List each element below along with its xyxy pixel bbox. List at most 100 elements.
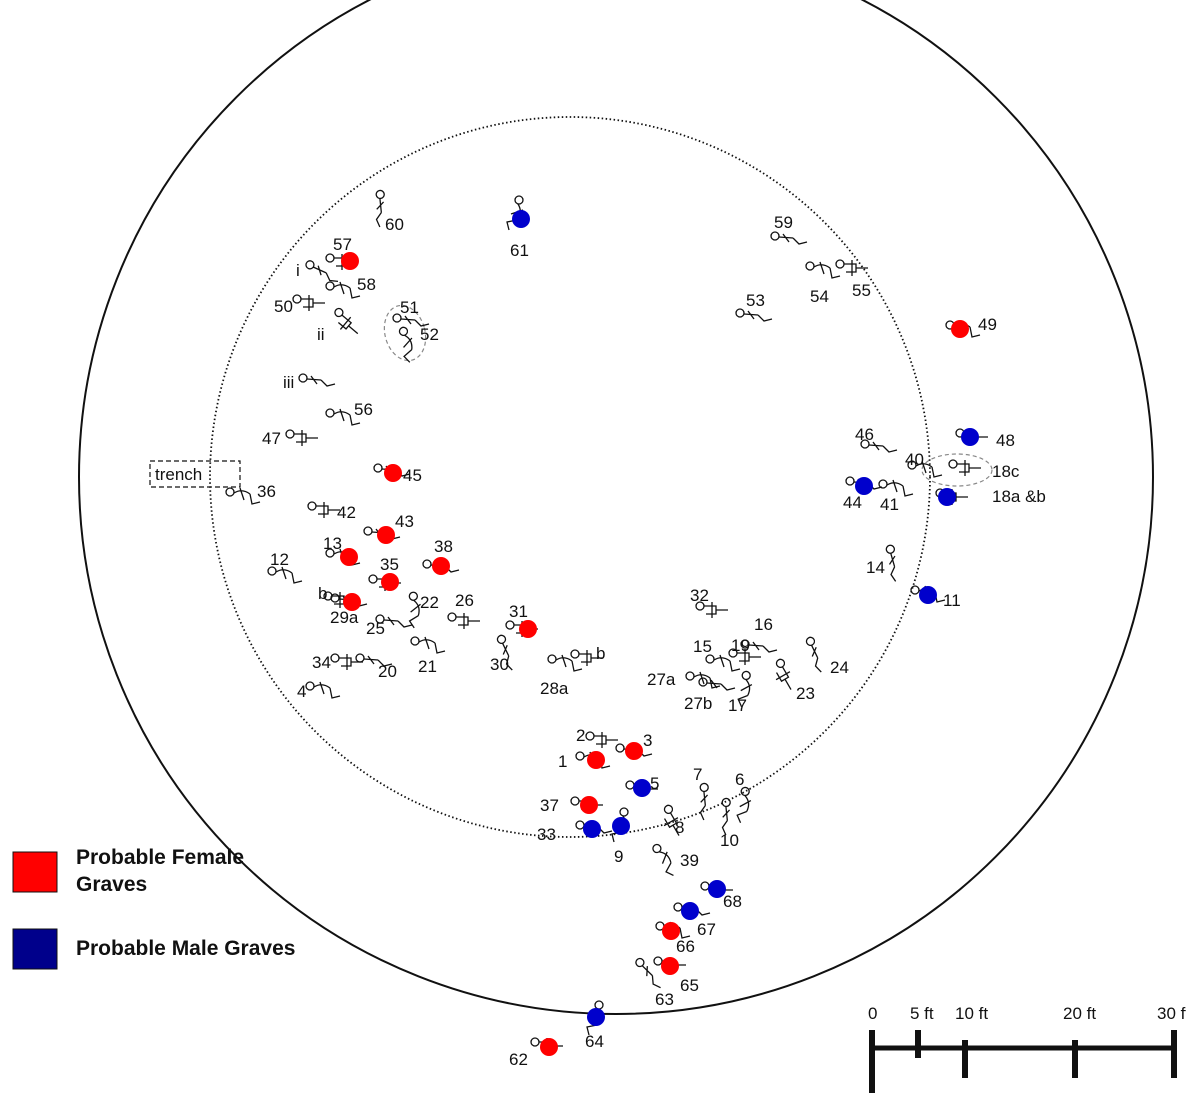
grave-label: 15 [693, 637, 712, 656]
grave-label: 68 [723, 892, 742, 911]
male-grave-marker [583, 820, 601, 838]
grave-label: 17 [728, 696, 747, 715]
skeleton-sketch [705, 654, 741, 672]
skeleton-sketch [740, 639, 778, 653]
male-grave-marker [612, 817, 630, 835]
grave-label: 63 [655, 990, 674, 1009]
scale-tick-5ft: 5 ft [910, 1004, 934, 1023]
grave-label: 31 [509, 602, 528, 621]
female-grave-marker [519, 620, 537, 638]
grave-label: 65 [680, 976, 699, 995]
grave-label: 6 [735, 770, 744, 789]
skeleton-sketch [948, 459, 981, 476]
sex-markers-layer [340, 210, 979, 1056]
grave-label: 34 [312, 653, 331, 672]
grave-label: 33 [537, 825, 556, 844]
grave-label: 9 [614, 847, 623, 866]
male-grave-marker [708, 880, 726, 898]
female-grave-marker [341, 252, 359, 270]
skeleton-sketch [408, 591, 421, 629]
grave-label: iii [283, 373, 294, 392]
skeleton-sketch [663, 804, 680, 836]
grave-label: 32 [690, 586, 709, 605]
male-grave-marker [512, 210, 530, 228]
grave-label: 46 [855, 425, 874, 444]
skeleton-sketch [805, 636, 822, 673]
grave-label: 49 [978, 315, 997, 334]
grave-label: 43 [395, 512, 414, 531]
scale-tick-0: 0 [868, 1004, 877, 1023]
legend-male-label: Probable Male Graves [76, 937, 295, 960]
female-grave-marker [432, 557, 450, 575]
inner-dotted-ring [209, 116, 931, 838]
grave-label: 8 [675, 818, 684, 837]
grave-18c-outline [921, 453, 993, 487]
grave-label: 18c [992, 462, 1020, 481]
skeleton-sketch [392, 313, 430, 327]
legend: Probable Female Graves Probable Male Gra… [12, 846, 295, 970]
grave-label: 24 [830, 658, 849, 677]
grave-label: 62 [509, 1050, 528, 1069]
grave-label: 27a [647, 670, 676, 689]
skeleton-sketch [298, 373, 336, 387]
trench-box [149, 460, 241, 488]
grave-label: 37 [540, 796, 559, 815]
skeleton-sketch [698, 677, 736, 691]
grave-label: 60 [385, 215, 404, 234]
legend-female-swatch [12, 851, 58, 893]
grave-label: 19 [731, 636, 750, 655]
skeleton-sketch [728, 648, 761, 665]
grave-label: b [318, 584, 327, 603]
skeleton-sketch [835, 259, 868, 276]
female-grave-marker [587, 751, 605, 769]
skeleton-sketch [735, 308, 773, 322]
male-grave-marker [961, 428, 979, 446]
male-grave-marker [587, 1008, 605, 1026]
male-grave-marker [855, 477, 873, 495]
skeleton-sketch [736, 786, 752, 824]
grave-label: 22 [420, 593, 439, 612]
grave-label: 67 [697, 920, 716, 939]
grave-label: 21 [418, 657, 437, 676]
grave-label: i [296, 261, 300, 280]
grave-label: 12 [270, 550, 289, 569]
grave-label: 40 [905, 450, 924, 469]
grave-label: 53 [746, 291, 765, 310]
legend-female-label-line2: Graves [76, 873, 147, 896]
female-grave-marker [340, 548, 358, 566]
grave-label: 61 [510, 241, 529, 260]
skeleton-sketch [585, 731, 618, 748]
skeleton-sketch [410, 636, 446, 654]
skeleton-sketch [496, 634, 513, 671]
grave-label: 55 [852, 281, 871, 300]
grave-label: 41 [880, 495, 899, 514]
female-grave-marker [661, 957, 679, 975]
grave-label: 52 [420, 325, 439, 344]
skeleton-sketch [860, 439, 898, 453]
skeleton-sketch [775, 658, 792, 690]
skeleton-sketch [652, 843, 674, 877]
grave-label: 42 [337, 503, 356, 522]
female-grave-marker [384, 464, 402, 482]
grave-label: 14 [866, 558, 885, 577]
skeleton-sketch [355, 653, 393, 667]
grave-label: 54 [810, 287, 829, 306]
grave-label: 38 [434, 537, 453, 556]
grave-label: 64 [585, 1032, 604, 1051]
skeleton-sketch [375, 189, 385, 228]
legend-male-swatch [12, 928, 58, 970]
grave-label: 10 [720, 831, 739, 850]
grave-label: 2 [576, 726, 585, 745]
grave-label: 3 [643, 731, 652, 750]
female-grave-marker [580, 796, 598, 814]
grave-label: 20 [378, 662, 397, 681]
grave-label: 29a [330, 608, 359, 627]
outer-ring [78, 0, 1154, 1015]
skeleton-sketch [267, 566, 303, 584]
grave-label: 45 [403, 466, 422, 485]
grave-label: 47 [262, 429, 281, 448]
grave-label: 58 [357, 275, 376, 294]
grave-label: 1 [558, 752, 567, 771]
grave-label: 7 [693, 765, 702, 784]
